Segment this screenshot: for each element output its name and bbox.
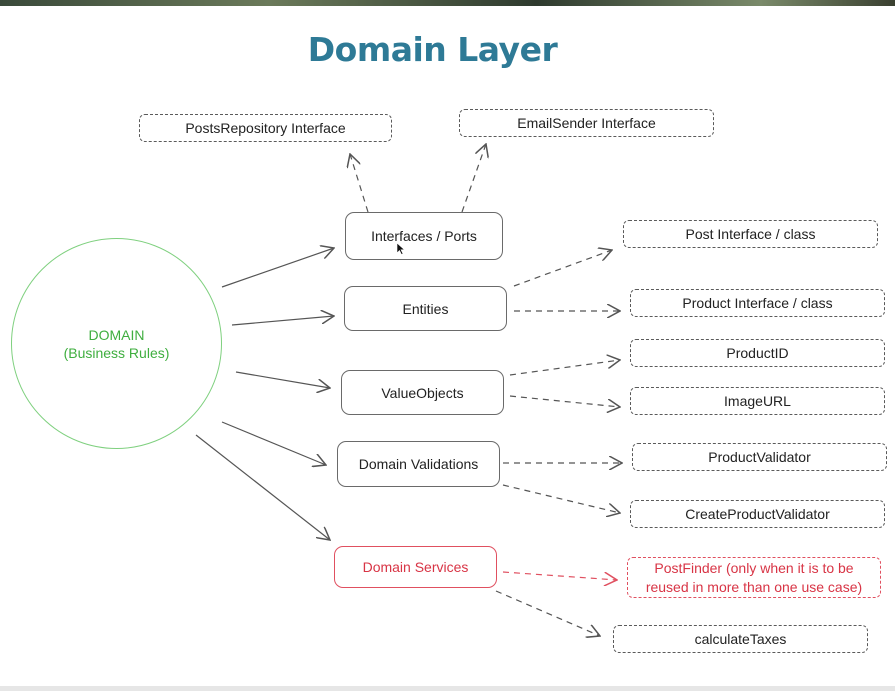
arrow-domain-to-services xyxy=(195,434,330,540)
arrow-domain-to-valueobjects xyxy=(235,371,330,388)
arrow-entities-to-post xyxy=(513,250,612,287)
arrow-valueobjects-to-productid xyxy=(509,360,620,376)
arrow-valueobjects-to-imageurl xyxy=(509,395,620,407)
entities-label: Entities xyxy=(402,300,449,317)
valueobjects-box: ValueObjects xyxy=(341,370,504,415)
video-frame-top-strip xyxy=(0,0,895,6)
interfaces-ports-label: Interfaces / Ports xyxy=(371,228,477,244)
productid-label: ProductID xyxy=(726,345,789,361)
arrow-domain-to-interfaces xyxy=(221,248,334,288)
domain-services-label: Domain Services xyxy=(362,559,469,575)
productid-box: ProductID xyxy=(630,339,885,367)
postfinder-label-line1: PostFinder (only when it is to be xyxy=(654,559,854,576)
domain-circle: DOMAIN (Business Rules) xyxy=(11,238,222,449)
arrow-interfaces-to-postsrepository xyxy=(350,154,369,213)
arrow-interfaces-to-emailsender xyxy=(461,144,486,213)
imageurl-label: ImageURL xyxy=(724,393,791,409)
arrow-domain-to-validations xyxy=(221,421,326,465)
product-interface-box: Product Interface / class xyxy=(630,289,885,317)
emailsender-interface-box: EmailSender Interface xyxy=(459,109,714,137)
mouse-cursor-icon xyxy=(396,242,406,255)
createproductvalidator-label: CreateProductValidator xyxy=(685,506,830,522)
domain-sublabel: (Business Rules) xyxy=(63,344,170,361)
arrow-domain-to-entities xyxy=(231,316,334,326)
domain-services-box: Domain Services xyxy=(334,546,497,588)
post-interface-label: Post Interface / class xyxy=(685,226,816,242)
productvalidator-box: ProductValidator xyxy=(632,443,887,471)
calculatetaxes-box: calculateTaxes xyxy=(613,625,868,653)
arrow-validations-to-createproductvalidator xyxy=(502,484,620,513)
productvalidator-label: ProductValidator xyxy=(708,449,811,465)
domain-validations-label: Domain Validations xyxy=(358,456,479,472)
postsrepository-interface-label: PostsRepository Interface xyxy=(185,120,346,136)
calculatetaxes-label: calculateTaxes xyxy=(694,631,787,647)
valueobjects-label: ValueObjects xyxy=(381,384,464,401)
imageurl-box: ImageURL xyxy=(630,387,885,415)
video-frame-bottom-strip xyxy=(0,686,895,691)
arrow-services-to-calculatetaxes xyxy=(495,590,600,636)
diagram-title: Domain Layer xyxy=(307,30,558,69)
interfaces-ports-box: Interfaces / Ports xyxy=(345,212,503,260)
domain-label: DOMAIN xyxy=(88,326,145,343)
postsrepository-interface-box: PostsRepository Interface xyxy=(139,114,392,142)
postfinder-label-line2: reused in more than one use case) xyxy=(645,578,863,595)
post-interface-box: Post Interface / class xyxy=(623,220,878,248)
entities-box: Entities xyxy=(344,286,507,331)
product-interface-label: Product Interface / class xyxy=(682,295,833,311)
emailsender-interface-label: EmailSender Interface xyxy=(517,115,656,131)
arrow-services-to-postfinder xyxy=(502,571,617,580)
postfinder-box: PostFinder (only when it is to be reused… xyxy=(627,557,881,598)
createproductvalidator-box: CreateProductValidator xyxy=(630,500,885,528)
domain-validations-box: Domain Validations xyxy=(337,441,500,487)
